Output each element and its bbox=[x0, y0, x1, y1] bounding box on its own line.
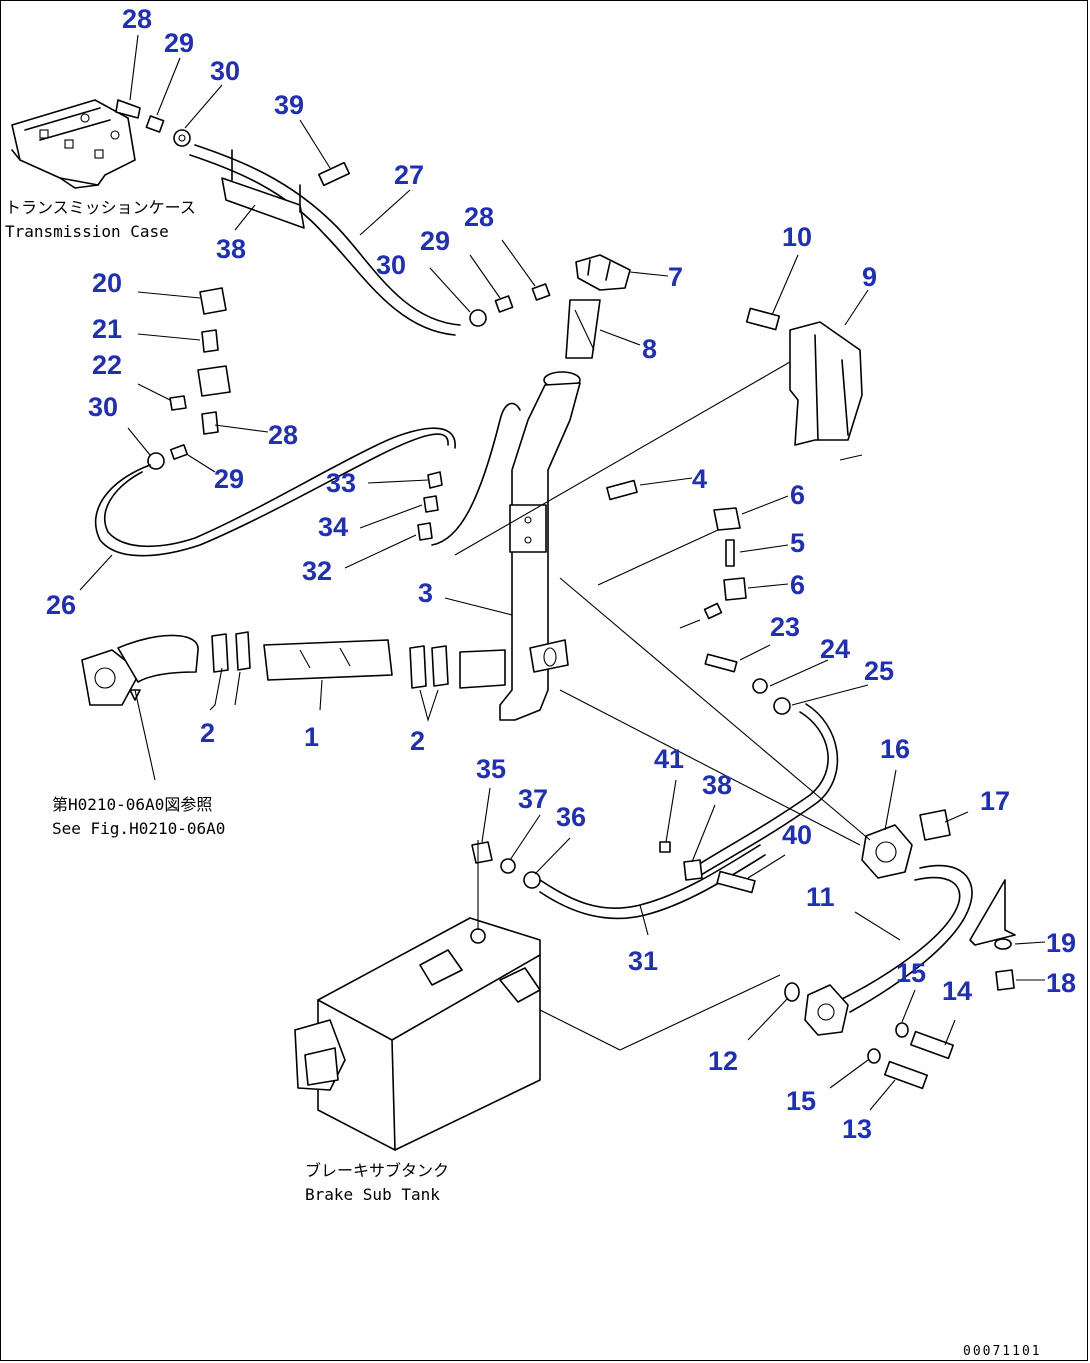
callout-10: 10 bbox=[782, 222, 812, 252]
callout-7: 7 bbox=[668, 262, 683, 292]
callout-40: 40 bbox=[782, 820, 812, 850]
caption-see-fig-en: See Fig.H0210-06A0 bbox=[52, 819, 225, 838]
connection-lines bbox=[454, 361, 871, 1051]
callout-1: 1 bbox=[304, 722, 319, 752]
brake-sub-tank bbox=[294, 917, 541, 1151]
fittings-top-left bbox=[115, 99, 191, 147]
callouts: 28 29 30 39 27 38 20 21 22 30 28 29 33 3… bbox=[46, 4, 1076, 1144]
callout-41: 41 bbox=[654, 744, 684, 774]
pipe-11 bbox=[839, 864, 1016, 1013]
callout-38: 38 bbox=[216, 234, 246, 264]
callout-17: 17 bbox=[980, 786, 1010, 816]
filler-assembly bbox=[459, 254, 631, 721]
callout-16: 16 bbox=[880, 734, 910, 764]
callout-29b: 29 bbox=[214, 464, 244, 494]
callout-37: 37 bbox=[518, 784, 548, 814]
callout-11: 11 bbox=[806, 882, 835, 912]
callout-18: 18 bbox=[1046, 968, 1076, 998]
callout-15b: 15 bbox=[786, 1086, 816, 1116]
banjo-fittings bbox=[606, 479, 747, 620]
transmission-case bbox=[11, 99, 136, 189]
callout-2b: 2 bbox=[410, 726, 425, 756]
callout-30c: 30 bbox=[376, 250, 406, 280]
callout-19: 19 bbox=[1046, 928, 1076, 958]
callout-34: 34 bbox=[318, 512, 348, 542]
callout-14: 14 bbox=[942, 976, 972, 1006]
callout-5: 5 bbox=[790, 528, 805, 558]
lower-hoses bbox=[81, 631, 449, 706]
callout-4: 4 bbox=[692, 464, 707, 494]
caption-brake-jp: ブレーキサブタンク bbox=[305, 1161, 449, 1180]
callout-31: 31 bbox=[628, 946, 658, 976]
callout-24: 24 bbox=[820, 634, 850, 664]
hose-group-23 bbox=[689, 653, 839, 879]
callout-21: 21 bbox=[92, 314, 122, 344]
callout-29c: 29 bbox=[420, 226, 450, 256]
callout-30: 30 bbox=[210, 56, 240, 86]
callout-20: 20 bbox=[92, 268, 122, 298]
callout-8: 8 bbox=[642, 334, 657, 364]
bracket-9 bbox=[745, 307, 863, 446]
callout-25: 25 bbox=[864, 656, 894, 686]
callout-9: 9 bbox=[862, 262, 877, 292]
flange-12 bbox=[784, 982, 954, 1090]
callout-39: 39 bbox=[274, 90, 304, 120]
callout-26: 26 bbox=[46, 590, 76, 620]
hose-31 bbox=[471, 841, 766, 920]
leader-lines bbox=[79, 34, 1046, 1111]
callout-28b: 28 bbox=[268, 420, 298, 450]
callout-33: 33 bbox=[326, 468, 356, 498]
caption-transmission-jp: トランスミッションケース bbox=[5, 198, 196, 217]
callout-38b: 38 bbox=[702, 770, 732, 800]
callout-2: 2 bbox=[200, 718, 215, 748]
callout-15: 15 bbox=[896, 958, 926, 988]
hose-26 bbox=[94, 402, 521, 557]
hose-27 bbox=[189, 144, 551, 336]
callout-27: 27 bbox=[394, 160, 424, 190]
callout-22: 22 bbox=[92, 350, 122, 380]
caption-brake-en: Brake Sub Tank bbox=[305, 1185, 440, 1204]
callout-28: 28 bbox=[122, 4, 152, 34]
callout-23: 23 bbox=[770, 612, 800, 642]
callout-12: 12 bbox=[708, 1046, 738, 1076]
caption-see-fig-jp: 第H0210-06A0図参照 bbox=[52, 795, 212, 814]
callout-6b: 6 bbox=[790, 570, 805, 600]
captions: トランスミッションケース Transmission Case 第H0210-06… bbox=[5, 198, 1042, 1359]
flange-16 bbox=[861, 809, 951, 879]
callout-3: 3 bbox=[418, 578, 433, 608]
callout-32: 32 bbox=[302, 556, 332, 586]
callout-6: 6 bbox=[790, 480, 805, 510]
caption-transmission-en: Transmission Case bbox=[5, 222, 169, 241]
valve-stack bbox=[147, 287, 231, 470]
drawing-code: 00071101 bbox=[963, 1344, 1042, 1359]
callout-35: 35 bbox=[476, 754, 506, 784]
callout-28c: 28 bbox=[464, 202, 494, 232]
callout-30b: 30 bbox=[88, 392, 118, 422]
callout-29: 29 bbox=[164, 28, 194, 58]
callout-13: 13 bbox=[842, 1114, 872, 1144]
callout-36: 36 bbox=[556, 802, 586, 832]
